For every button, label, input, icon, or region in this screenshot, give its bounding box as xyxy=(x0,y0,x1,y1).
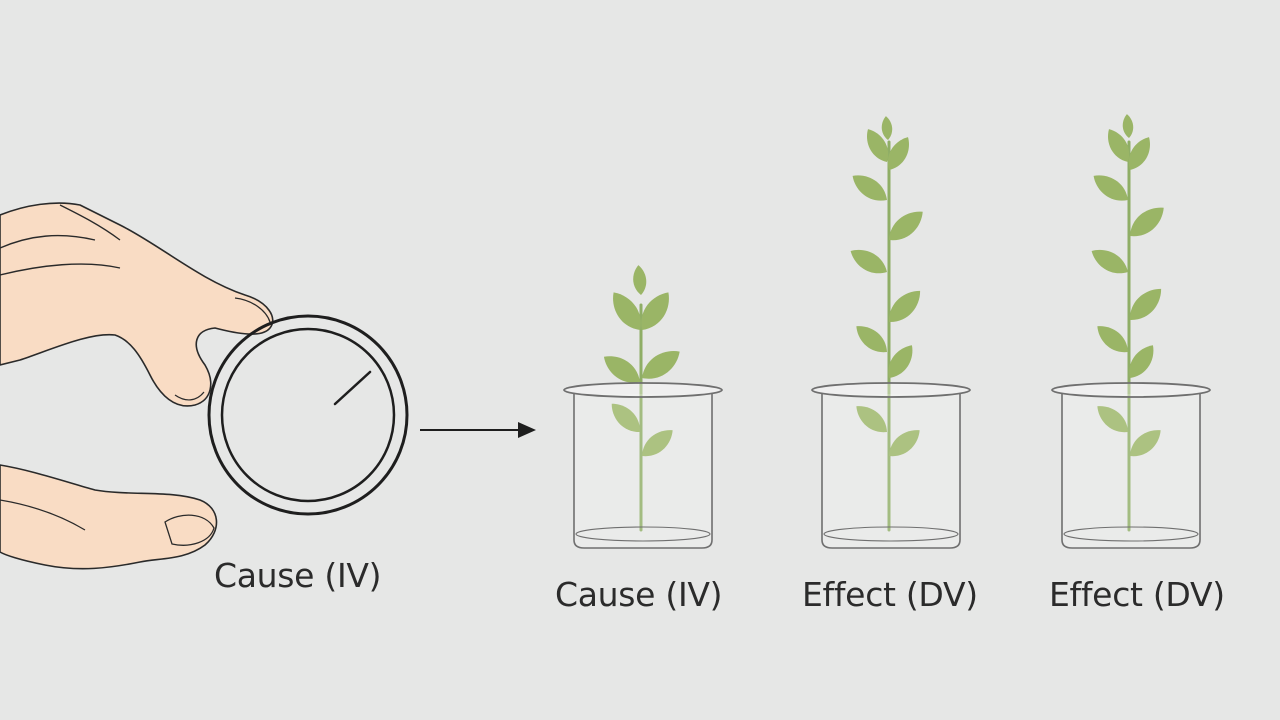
dial-label: Cause (IV) xyxy=(214,556,382,595)
plant-sprout-icon-3 xyxy=(1091,114,1164,532)
beaker-3-label: Effect (DV) xyxy=(1049,575,1225,614)
plant-sprout-icon-1 xyxy=(603,265,680,532)
beaker-icon-2 xyxy=(811,382,971,549)
beaker-icon-1 xyxy=(563,382,723,549)
beaker-icon-3 xyxy=(1051,382,1211,549)
right-arrow-icon xyxy=(420,422,536,438)
hand-icon xyxy=(0,202,274,570)
beaker-1 xyxy=(563,265,723,549)
beaker-2-label: Effect (DV) xyxy=(802,575,978,614)
beaker-2 xyxy=(811,116,971,549)
beaker-3 xyxy=(1051,114,1211,549)
dial-knob-icon xyxy=(207,314,409,516)
beaker-1-label: Cause (IV) xyxy=(555,575,723,614)
plant-sprout-icon-2 xyxy=(850,116,923,532)
